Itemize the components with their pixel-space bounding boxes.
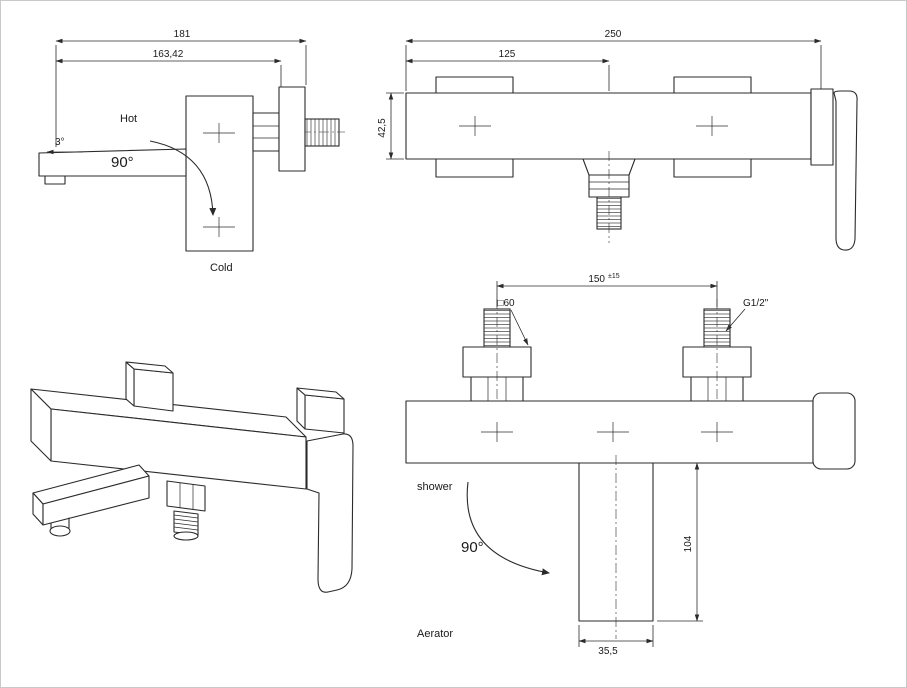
side-dim-total-text: 181 <box>174 29 191 40</box>
plate-size-text: □60 <box>497 298 515 309</box>
side-hex-nut <box>252 112 280 152</box>
front-faucet-body <box>405 92 812 160</box>
iso-faucet-body <box>30 388 307 490</box>
front-dim-height-text: 42,5 <box>377 118 388 138</box>
thread-size-text: G1/2" <box>743 298 769 309</box>
install-dim-spacing-tolerance: ±15 <box>608 273 620 280</box>
isometric-view <box>30 361 354 593</box>
iso-shower-outlet <box>166 480 206 541</box>
install-rotation-angle-text: 90° <box>461 539 484 556</box>
side-aerator <box>44 175 66 185</box>
front-dim-total-text: 250 <box>605 29 622 40</box>
side-view: 181 163,42 <box>38 29 345 274</box>
iso-mount-post-right <box>296 387 345 434</box>
install-center-mark-middle <box>597 422 629 442</box>
cold-label: Cold <box>210 262 233 274</box>
front-handle <box>810 88 858 251</box>
install-dim-spacing-text: 150 <box>588 274 605 285</box>
front-view: 250 125 42,5 <box>377 29 858 251</box>
front-handle-lever <box>833 90 858 251</box>
shower-label: shower <box>417 481 453 493</box>
iso-handle-lever <box>306 433 354 593</box>
front-handle-base <box>810 88 834 166</box>
install-handle-endcap <box>812 392 856 470</box>
side-spout <box>38 148 187 185</box>
side-dim-spout-length: 163,42 <box>55 49 282 87</box>
iso-spout <box>32 464 150 537</box>
install-faucet-body <box>405 400 814 464</box>
front-center-mark-left <box>459 116 491 136</box>
side-angle-text: 3° <box>55 137 65 148</box>
side-rotation-angle-text: 90° <box>111 154 134 171</box>
front-shower-outlet <box>582 151 636 243</box>
side-wall-flange <box>278 86 306 172</box>
side-threaded-connector <box>304 118 340 147</box>
install-rotation-arrow <box>466 481 550 576</box>
front-dim-total-width: 250 <box>405 29 822 91</box>
iso-mount-post-left <box>125 361 174 412</box>
install-dim-drop-text: 104 <box>683 535 694 552</box>
install-dim-width-text: 35,5 <box>598 646 618 657</box>
side-rotation-arrow <box>149 140 217 216</box>
install-thread-size-label: G1/2" <box>725 298 769 332</box>
front-dim-center-offset: 125 <box>405 49 610 91</box>
side-spout-angle-annotation: 3° <box>46 137 83 155</box>
hot-label: Hot <box>120 113 137 125</box>
front-center-mark-right <box>696 116 728 136</box>
front-dim-body-height: 42,5 <box>377 92 404 160</box>
install-dim-mount-spacing: 150 ±15 <box>496 273 718 307</box>
install-plate-size-label: □60 <box>497 298 529 346</box>
side-center-mark-top <box>203 123 235 143</box>
side-center-mark-bottom <box>203 217 235 237</box>
front-dim-center-text: 125 <box>499 49 516 60</box>
install-view: 150 ±15 □60 G1/2" <box>405 273 856 657</box>
iso-aerator <box>49 517 71 537</box>
side-dim-spout-text: 163,42 <box>153 49 184 60</box>
install-dim-spout-width: 35,5 <box>578 625 654 657</box>
install-center-mark-left <box>481 422 513 442</box>
side-faucet-body <box>185 95 254 252</box>
install-dim-spout-drop: 104 <box>657 462 703 622</box>
install-center-mark-right <box>701 422 733 442</box>
aerator-label: Aerator <box>417 628 453 640</box>
